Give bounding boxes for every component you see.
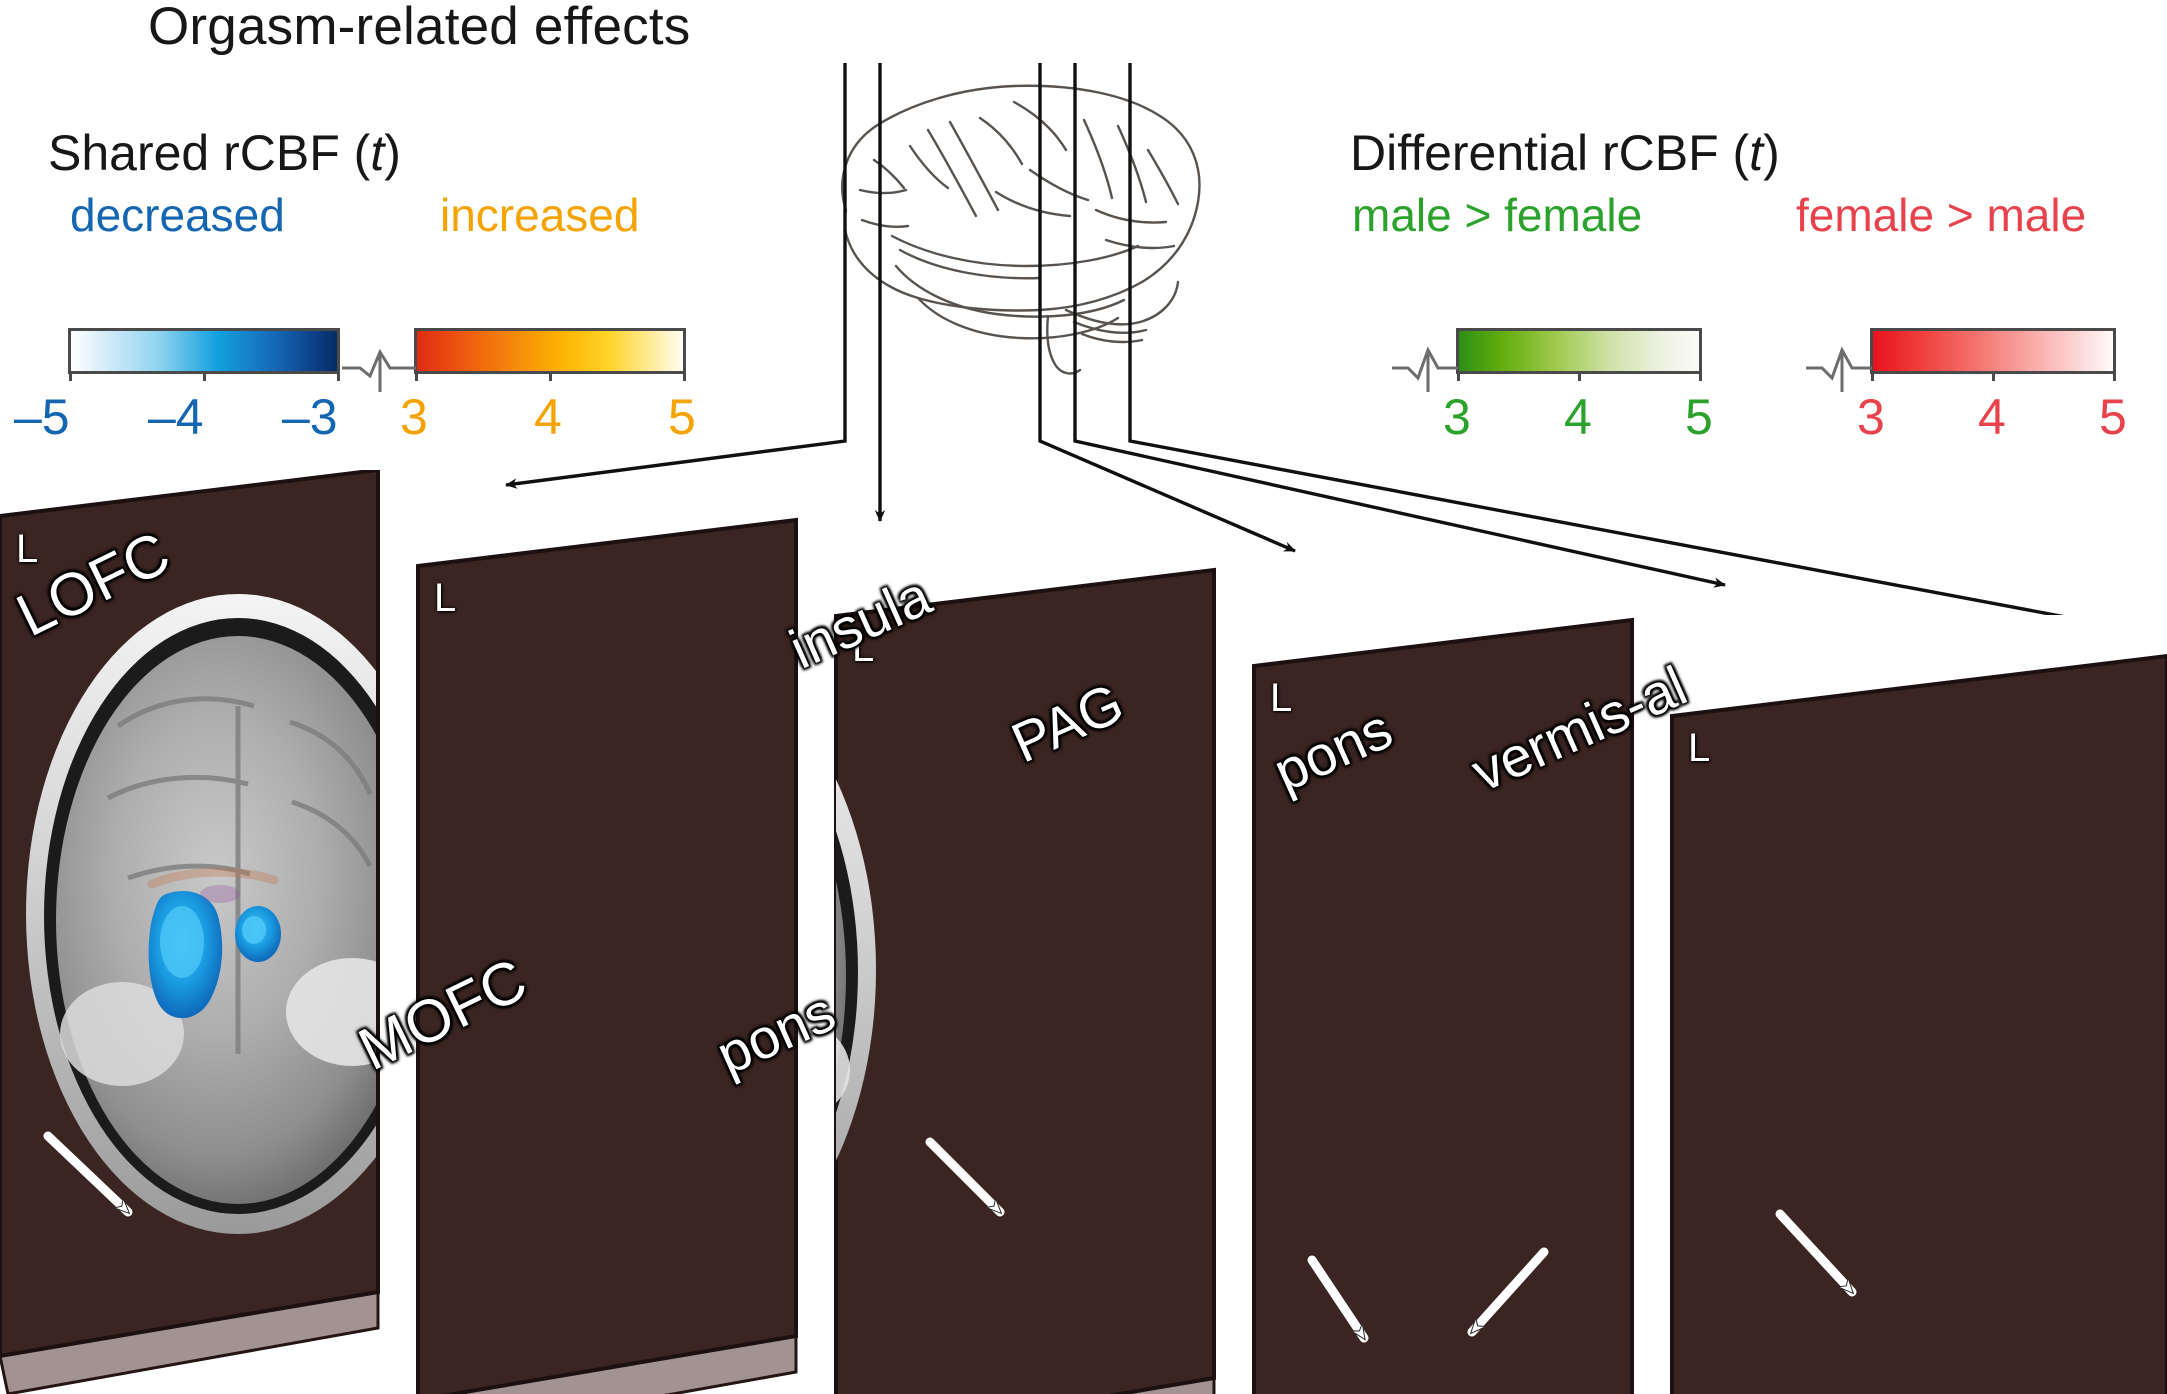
increased-tick-label: 5: [668, 389, 696, 445]
shared-rcbf-legend-title-close: ): [384, 125, 401, 181]
hemisphere-marker-L-1: L: [16, 527, 39, 571]
hemisphere-marker-L-4: L: [1270, 676, 1293, 720]
shared-rcbf-legend-title-italic: t: [370, 125, 385, 181]
colorbar-tick: [683, 372, 686, 381]
differential-rcbf-legend-title-italic: t: [1749, 125, 1764, 181]
male-gt-female-colorbar: [1456, 328, 1702, 374]
differential-rcbf-legend-title: Differential rCBF (t): [1350, 124, 1780, 182]
male-gt-female-tick-label: 3: [1443, 389, 1471, 445]
colorbar-tick: [1699, 372, 1702, 381]
colorbar-tick: [69, 372, 72, 381]
colorbar-tick: [1457, 372, 1460, 381]
differential-rcbf-legend-title-text: Differential rCBF (: [1350, 125, 1750, 181]
female-gt-male-legend-label: female > male: [1796, 189, 2087, 241]
differential-rcbf-legend-title-close: ): [1763, 125, 1780, 181]
decreased-tick-label: –3: [282, 389, 338, 445]
male-gt-female-legend-label: male > female: [1352, 189, 1643, 241]
slice-panel-4: [1252, 617, 1634, 1394]
female-gt-male-tick-label: 3: [1857, 389, 1885, 445]
slice-panel-5: [1670, 653, 2167, 1394]
decreased-colorbar: [68, 328, 340, 374]
male-gt-female-tick-label: 5: [1685, 389, 1713, 445]
colorbar-tick: [415, 372, 418, 381]
colorbar-tick: [1992, 372, 1995, 381]
female-gt-male-colorbar: [1870, 328, 2116, 374]
decreased-tick-label: –5: [14, 389, 70, 445]
colorbar-tick: [203, 372, 206, 381]
hemisphere-marker-L-3: L: [852, 626, 875, 670]
increased-tick-label: 4: [534, 389, 562, 445]
decreased-legend-label: decreased: [70, 189, 285, 241]
colorbar-tick: [1871, 372, 1874, 381]
roi-arrows: [43, 1131, 1857, 1343]
slice-panel-3: [834, 567, 1216, 1394]
increased-tick-label: 3: [400, 389, 428, 445]
shared-rcbf-legend-title-text: Shared rCBF (: [48, 125, 371, 181]
hemisphere-marker-L-5: L: [1688, 726, 1711, 770]
axis-break-squiggle-icon: [1392, 346, 1458, 392]
axis-break-squiggle-icon: [1806, 346, 1872, 392]
figure-title: Orgasm-related effects: [148, 0, 691, 56]
slice-panel-stage: [0, 470, 2167, 1394]
hemisphere-marker-L-2: L: [434, 576, 457, 620]
colorbar-tick: [2113, 372, 2116, 381]
male-gt-female-tick-label: 4: [1564, 389, 1592, 445]
lateral-brain-schematic: [841, 84, 1201, 375]
colorbar-tick: [1578, 372, 1581, 381]
axis-break-squiggle-icon: [342, 348, 416, 392]
colorbar-tick: [549, 372, 552, 381]
female-gt-male-tick-label: 4: [1978, 389, 2006, 445]
decreased-tick-label: –4: [148, 389, 204, 445]
slice-panel-1: [0, 470, 380, 1394]
female-gt-male-tick-label: 5: [2099, 389, 2127, 445]
colorbar-tick: [337, 372, 340, 381]
shared-rcbf-legend-title: Shared rCBF (t): [48, 124, 401, 182]
increased-colorbar: [414, 328, 686, 374]
increased-legend-label: increased: [440, 189, 640, 241]
slice-panel-2: [416, 517, 876, 1394]
